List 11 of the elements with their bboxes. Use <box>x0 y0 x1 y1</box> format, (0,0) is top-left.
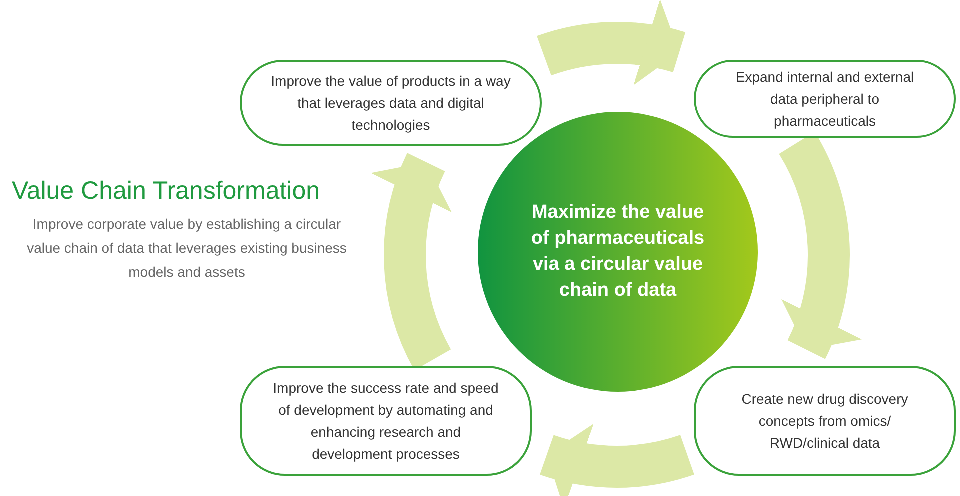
curved-arrow <box>541 421 694 496</box>
curved-arrow <box>538 0 684 88</box>
box-text: Expand internal and external data peripheral to pharmaceuticals <box>734 68 916 131</box>
rounded-box <box>240 366 532 476</box>
description-text: Improve corporate value by establishing a circular value chain of data that leverages existing business models and assets <box>26 215 348 282</box>
box-text: Create new drug discovery concepts from omics/ RWD/clinical data <box>740 390 910 453</box>
heading: Value Chain Transformation <box>12 176 320 207</box>
rounded-box <box>694 366 956 476</box>
box-text: Improve the success rate and speed of development by automating and enhancing research and development processes <box>272 379 500 464</box>
circle-text: Maximize the value of pharmaceuticals via a circular value chain of data <box>530 201 706 303</box>
box-text: Improve the value of products in a way that leverages data and digital technologies <box>270 72 512 135</box>
